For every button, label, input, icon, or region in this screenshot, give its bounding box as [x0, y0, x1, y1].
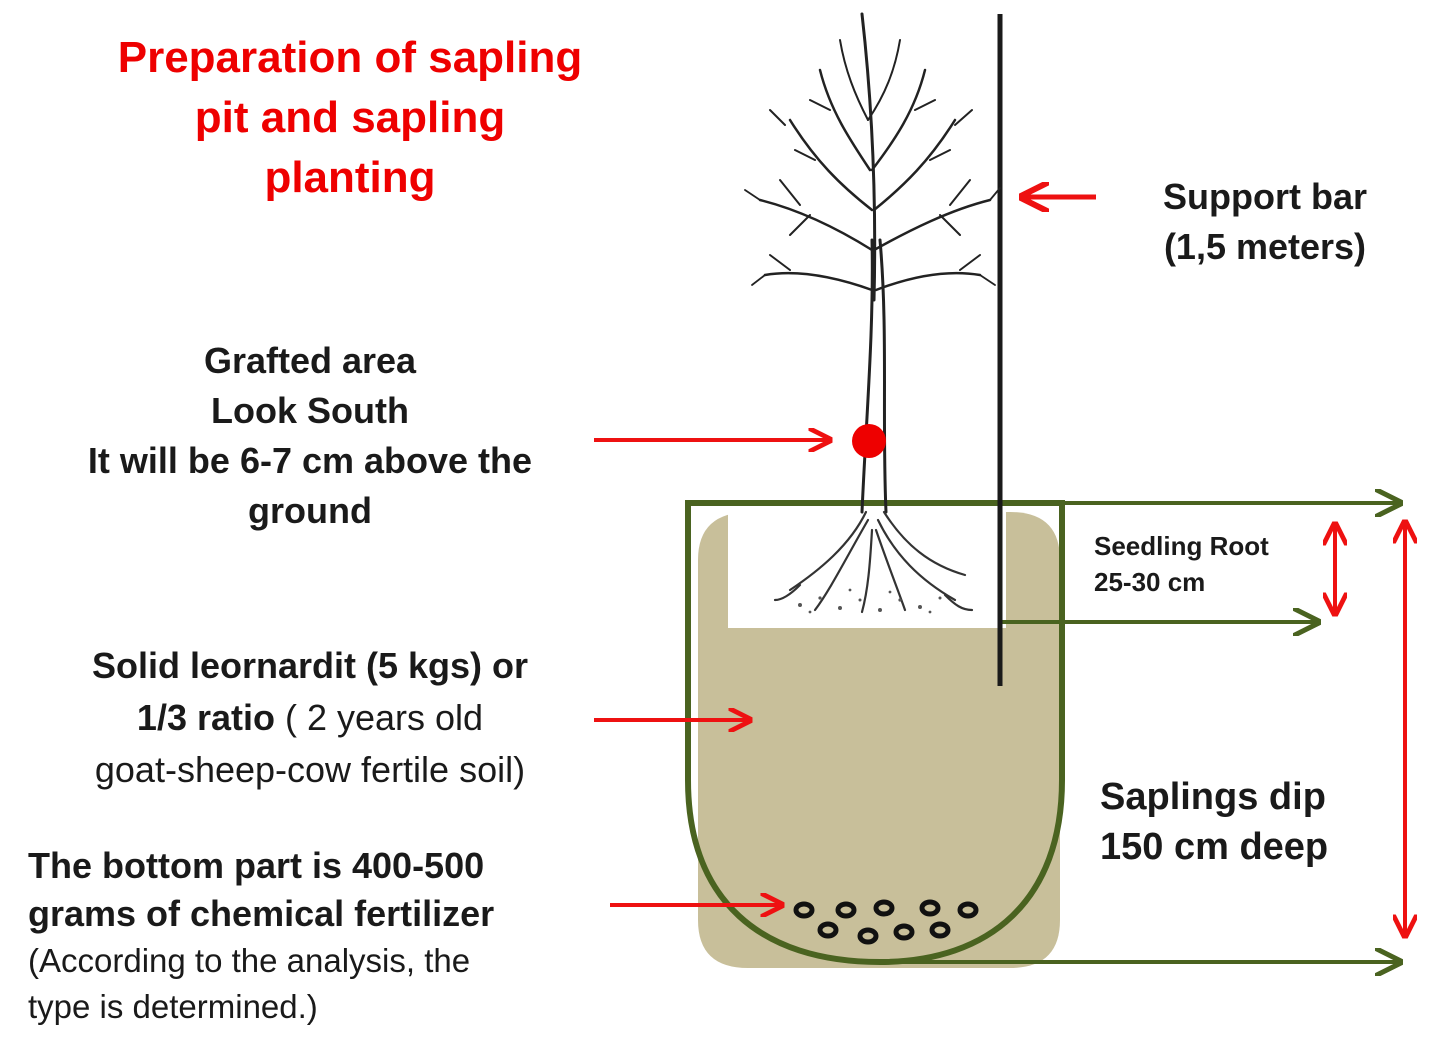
support-line-1: Support bar	[1163, 176, 1367, 217]
soil-bold-1: Solid leornardit (5 kgs) or	[91, 645, 529, 686]
bottom-fertilizer-label: The bottom part is 400-500 grams of chem…	[28, 842, 588, 1030]
grafted-line-1: Grafted area	[203, 340, 417, 381]
fertilizer-bold-1: The bottom part is 400-500	[28, 845, 485, 886]
title-line-1: Preparation of sapling	[117, 33, 583, 82]
root-soil-speckles	[798, 588, 942, 614]
grafted-line-4: ground	[248, 490, 372, 531]
grafted-line-3: It will be 6-7 cm above the	[87, 440, 533, 481]
soil-mix-label: Solid leornardit (5 kgs) or 1/3 ratio ( …	[40, 640, 580, 796]
grafted-line-2: Look South	[211, 390, 409, 431]
grafted-area-label: Grafted area Look South It will be 6-7 c…	[40, 336, 580, 536]
fertilizer-note-2: type is determined.)	[28, 988, 318, 1025]
sapling-tree	[744, 12, 1001, 514]
sapling-roots	[773, 510, 974, 614]
root-zone	[728, 512, 1006, 628]
graft-point	[852, 424, 886, 458]
seedling-root-label: Seedling Root 25-30 cm	[1094, 528, 1334, 600]
pit-depth-label: Saplings dip 150 cm deep	[1100, 772, 1400, 872]
soil-normal-3: goat-sheep-cow fertile soil)	[94, 749, 526, 790]
root-line-1: Seedling Root	[1094, 531, 1269, 561]
support-bar-label: Support bar (1,5 meters)	[1120, 172, 1410, 272]
dip-line-1: Saplings dip	[1100, 776, 1326, 818]
dip-line-2: 150 cm deep	[1100, 826, 1329, 868]
fertilizer-pellets	[793, 899, 979, 945]
soil-normal-2: ( 2 years old	[274, 697, 484, 738]
title-line-3: planting	[264, 153, 436, 202]
fertilizer-bold-2: grams of chemical fertilizer	[28, 893, 495, 934]
title-line-2: pit and sapling	[194, 93, 506, 142]
root-line-2: 25-30 cm	[1094, 567, 1206, 597]
fertilizer-note-1: (According to the analysis, the	[28, 942, 471, 979]
support-line-2: (1,5 meters)	[1163, 226, 1367, 267]
diagram-title: Preparation of sapling pit and sapling p…	[60, 28, 640, 208]
soil-bold-2: 1/3 ratio	[136, 697, 275, 738]
